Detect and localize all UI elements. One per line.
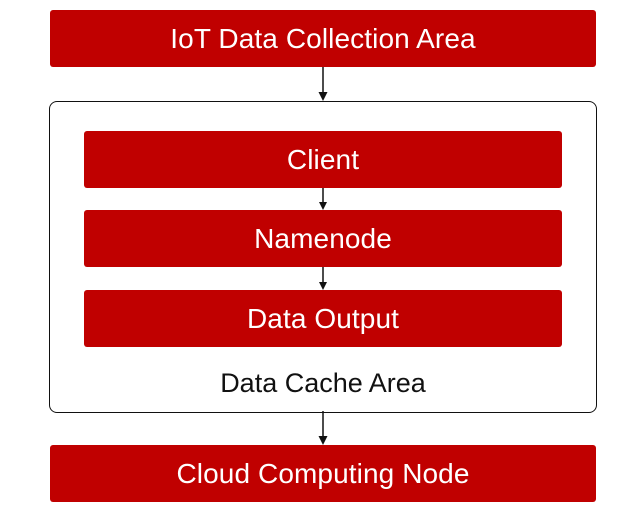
iot-data-collection-label: IoT Data Collection Area <box>170 22 476 54</box>
client-label: Client <box>286 143 360 175</box>
namenode-label: Namenode <box>254 222 392 254</box>
iot-data-collection-box: IoT Data Collection Area <box>50 10 596 67</box>
data-output-box: Data Output <box>84 290 562 347</box>
cloud-computing-node-label: Cloud Computing Node <box>176 457 470 489</box>
client-box: Client <box>84 131 562 188</box>
data-output-label: Data Output <box>246 302 400 334</box>
namenode-box: Namenode <box>84 210 562 267</box>
data-cache-area-label: Data Cache Area <box>220 367 426 398</box>
cloud-computing-node-box: Cloud Computing Node <box>50 445 596 502</box>
